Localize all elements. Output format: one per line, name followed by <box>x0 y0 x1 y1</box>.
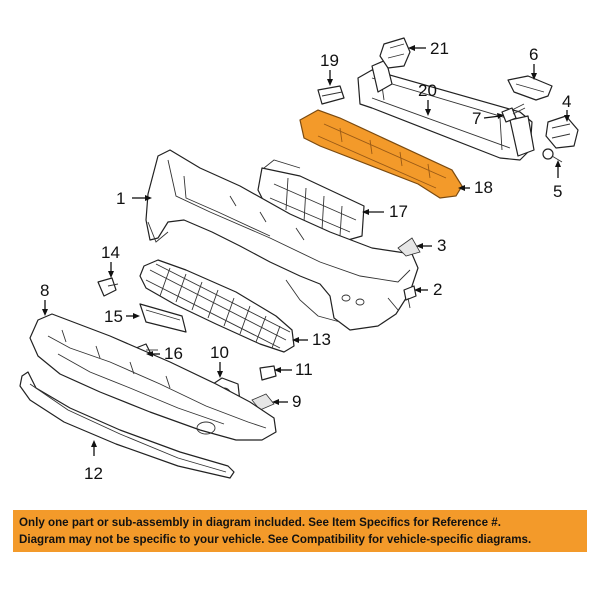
callout-6: 6 <box>529 45 538 80</box>
callout-4: 4 <box>562 92 571 122</box>
svg-text:11: 11 <box>295 360 313 379</box>
part-18-absorber <box>299 109 463 199</box>
part-12-strip <box>19 371 235 479</box>
svg-text:8: 8 <box>40 281 49 300</box>
part-4-bracket <box>545 115 579 149</box>
svg-text:17: 17 <box>389 202 408 221</box>
callout-17: 17 <box>362 202 408 221</box>
part-20-reinforcement <box>357 59 535 161</box>
part-13-grille <box>139 259 295 353</box>
svg-text:3: 3 <box>437 236 446 255</box>
part-7-bolt <box>501 103 526 123</box>
part-5-bolt <box>542 148 563 163</box>
callout-20: 20 <box>418 81 437 116</box>
svg-text:16: 16 <box>164 344 183 363</box>
disclaimer-line-1: Only one part or sub-assembly in diagram… <box>19 516 501 529</box>
part-2-bolt <box>403 285 417 309</box>
callout-10: 10 <box>210 343 229 378</box>
svg-text:14: 14 <box>101 243 120 262</box>
callout-1: 1 <box>116 189 152 208</box>
part-11-bolt <box>259 365 286 381</box>
part-1-bumper-cover <box>145 149 419 331</box>
disclaimer-banner: Only one part or sub-assembly in diagram… <box>13 510 587 552</box>
svg-text:7: 7 <box>472 109 481 128</box>
callout-19: 19 <box>320 51 339 86</box>
svg-text:2: 2 <box>433 280 442 299</box>
svg-text:18: 18 <box>474 178 493 197</box>
part-8-lower-cover <box>29 313 277 441</box>
svg-text:5: 5 <box>553 182 562 201</box>
svg-text:1: 1 <box>116 189 125 208</box>
callout-7: 7 <box>472 109 504 128</box>
svg-text:20: 20 <box>418 81 437 100</box>
callout-13: 13 <box>292 330 331 349</box>
callouts: 1 2 3 4 5 <box>40 39 571 483</box>
callout-16: 16 <box>146 344 183 363</box>
callout-12: 12 <box>84 440 103 483</box>
svg-text:12: 12 <box>84 464 103 483</box>
svg-text:13: 13 <box>312 330 331 349</box>
callout-21: 21 <box>408 39 449 58</box>
svg-text:15: 15 <box>104 307 123 326</box>
svg-text:6: 6 <box>529 45 538 64</box>
svg-text:21: 21 <box>430 39 449 58</box>
part-3-clip <box>397 237 421 257</box>
callout-8: 8 <box>40 281 49 316</box>
callout-9: 9 <box>272 392 301 411</box>
part-19-block <box>317 85 345 105</box>
svg-text:10: 10 <box>210 343 229 362</box>
parts-diagram: 1 2 3 4 5 <box>19 37 579 483</box>
svg-text:9: 9 <box>292 392 301 411</box>
part-21-bracket <box>379 37 411 69</box>
callout-14: 14 <box>101 243 120 278</box>
part-14-cap <box>97 277 119 297</box>
part-6-bracket <box>507 75 553 101</box>
disclaimer-line-2: Diagram may not be specific to your vehi… <box>19 533 532 546</box>
callout-2: 2 <box>414 280 442 299</box>
svg-text:4: 4 <box>562 92 571 111</box>
part-15-bracket <box>139 303 187 333</box>
callout-5: 5 <box>553 160 562 201</box>
svg-text:19: 19 <box>320 51 339 70</box>
callout-15: 15 <box>104 307 140 326</box>
callout-11: 11 <box>274 360 313 379</box>
callout-3: 3 <box>416 236 446 255</box>
callout-18: 18 <box>458 178 493 197</box>
